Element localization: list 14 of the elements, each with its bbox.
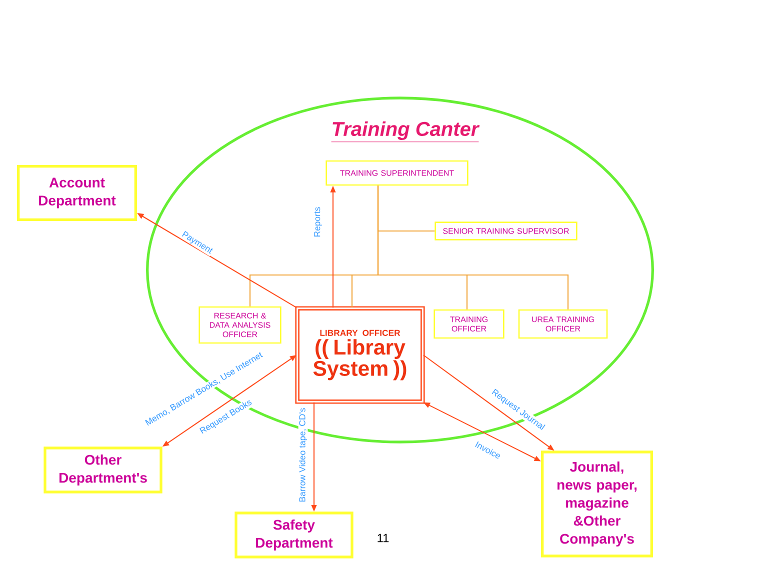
connector-line (377, 186, 569, 310)
position-box: RESEARCH & DATA ANALYSIS OFFICER (198, 306, 282, 344)
position-box: TRAINING OFFICER (434, 309, 504, 339)
edge-label: Reports (313, 206, 323, 238)
edge-label: Barrow Video tape, CD's (298, 407, 308, 503)
department-box: Safety Department (234, 512, 354, 558)
position-box: UREA TRAINING OFFICER (518, 309, 608, 339)
department-box: Other Department's (44, 446, 162, 494)
department-box: Journal, news paper, magazine &Other Company's (541, 450, 653, 558)
position-box: TRAINING SUPERINTENDENT (326, 160, 468, 186)
position-box: SENIOR TRAINING SUPERVISOR (434, 222, 578, 240)
department-box: Account Department (17, 165, 137, 221)
page-number: 11 (376, 533, 390, 543)
system-box: LIBRARY OFFICER (( Library System )) (295, 306, 425, 404)
